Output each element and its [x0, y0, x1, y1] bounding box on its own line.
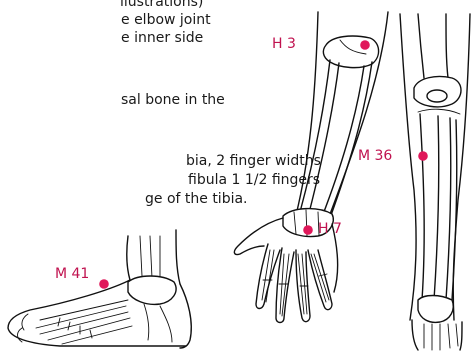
acupoint-m36-label: M 36: [358, 148, 392, 164]
acupoint-h7-dot[interactable]: [303, 225, 313, 235]
leg-illustration: [400, 14, 470, 350]
acupoint-m41-label: M 41: [55, 266, 89, 282]
foot-illustration: [8, 230, 191, 348]
acupoint-m41-dot[interactable]: [99, 279, 109, 289]
acupoint-h7-label: H 7: [318, 221, 342, 237]
acupoint-h3-label: H 3: [272, 36, 296, 52]
acupoint-m36-dot[interactable]: [418, 151, 428, 161]
acupoint-h3-dot[interactable]: [360, 40, 370, 50]
arm-illustration: [234, 12, 388, 323]
